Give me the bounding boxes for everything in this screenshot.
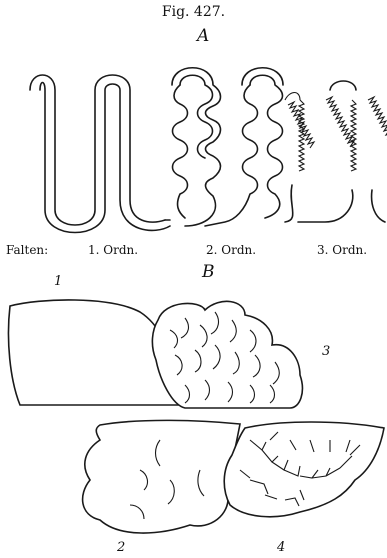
gland-lobulated-3 — [152, 301, 302, 408]
panel-label-b: B — [202, 262, 215, 282]
caption-order-1: 1. Ordn. — [88, 243, 138, 257]
number-1: 1 — [54, 274, 62, 289]
fold-third-order — [285, 81, 387, 222]
gland-lobed-2 — [83, 420, 240, 533]
caption-prefix: Falten: — [6, 243, 48, 257]
caption-order-3: 3. Ordn. — [317, 243, 367, 257]
gland-smooth-1 — [8, 300, 178, 405]
number-4: 4 — [277, 540, 285, 555]
number-2: 2 — [117, 540, 125, 555]
number-3: 3 — [322, 344, 330, 359]
caption-order-2: 2. Ordn. — [206, 243, 256, 257]
gland-branched-4 — [224, 422, 384, 517]
fold-first-order — [30, 75, 170, 233]
caption-row: Falten: 1. Ordn. 2. Ordn. 3. Ordn. — [0, 243, 387, 263]
fold-second-order — [165, 68, 283, 226]
